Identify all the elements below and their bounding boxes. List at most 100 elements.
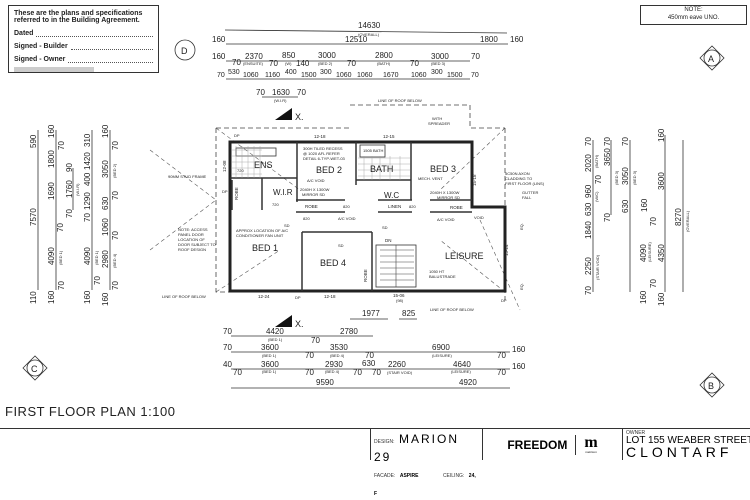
svg-text:160: 160 <box>639 290 648 304</box>
svg-text:D: D <box>181 46 188 56</box>
svg-text:70: 70 <box>649 279 658 288</box>
svg-text:70: 70 <box>111 191 120 200</box>
svg-text:70: 70 <box>83 213 92 222</box>
suburb: CLONTARF <box>626 444 733 460</box>
svg-text:2040H X 1300W: 2040H X 1300W <box>430 190 460 195</box>
svg-text:70: 70 <box>217 72 225 79</box>
beam-label: 12-24 <box>258 294 270 299</box>
svg-text:1630: 1630 <box>272 88 290 97</box>
svg-text:2040H X 1300W: 2040H X 1300W <box>300 187 330 192</box>
svg-text:4090: 4090 <box>47 247 56 265</box>
svg-text:8270: 8270 <box>674 208 683 226</box>
svg-text:630: 630 <box>101 196 110 210</box>
svg-text:400: 400 <box>285 69 297 76</box>
room-bed2: BED 2 <box>316 165 342 175</box>
svg-text:LOCATION OF: LOCATION OF <box>178 237 205 242</box>
svg-text:1060: 1060 <box>336 72 352 79</box>
svg-text:(W.I.R): (W.I.R) <box>274 98 287 103</box>
roof-below-label-bottom: LINE OF ROOF BELOW <box>430 307 474 312</box>
svg-text:4640: 4640 <box>453 360 471 369</box>
svg-text:(BED 1): (BED 1) <box>94 250 99 265</box>
svg-text:70: 70 <box>223 327 232 336</box>
svg-text:160: 160 <box>510 35 524 44</box>
svg-text:2780: 2780 <box>340 327 358 336</box>
svg-text:1500: 1500 <box>301 72 317 79</box>
door-size: 720 <box>237 168 244 173</box>
ceiling-label: CEILING: <box>442 473 465 479</box>
stud-frame-note: 90MM STUD FRAME <box>168 174 207 179</box>
svg-text:70: 70 <box>311 336 320 345</box>
svg-text:NOTE: ACCESS: NOTE: ACCESS <box>178 227 208 232</box>
svg-text:70: 70 <box>111 231 120 240</box>
freedom-logo: FREEDOM <box>507 437 568 452</box>
svg-text:1160: 1160 <box>265 72 280 79</box>
marker-c: C <box>22 355 48 381</box>
sd-label-2: SD <box>338 243 344 248</box>
svg-text:1977: 1977 <box>362 309 380 318</box>
svg-text:70: 70 <box>584 137 593 146</box>
svg-text:DETAIL 6-TYP-WET-03: DETAIL 6-TYP-WET-03 <box>303 156 346 161</box>
svg-text:2020: 2020 <box>584 154 593 172</box>
floor-plan-drawing: D A B C X. X. 14630 (OVERALL) 160 12510 … <box>22 21 725 398</box>
svg-text:2370: 2370 <box>245 52 263 61</box>
svg-text:110: 110 <box>29 291 38 304</box>
svg-text:(STAIR VOID): (STAIR VOID) <box>387 370 413 375</box>
svg-text:70: 70 <box>305 351 314 360</box>
note-text: 450mm eave UNO. <box>667 15 720 21</box>
svg-text:310: 310 <box>83 133 92 147</box>
plan-title: FIRST FLOOR PLAN 1:100 <box>5 404 176 419</box>
svg-text:(BATH): (BATH) <box>377 61 391 66</box>
svg-text:70: 70 <box>111 141 120 150</box>
svg-text:160: 160 <box>212 52 226 61</box>
svg-text:2980: 2980 <box>101 250 110 268</box>
svg-text:160: 160 <box>101 292 110 306</box>
svg-text:FALL: FALL <box>522 195 532 200</box>
beam-label: (98) <box>396 298 404 303</box>
metricon-logo: m metricon <box>584 433 598 454</box>
svg-text:850: 850 <box>282 51 296 60</box>
design-label: DESIGN: <box>374 439 395 445</box>
svg-text:40: 40 <box>223 360 232 369</box>
ac-void-bed2: A/C VOID <box>307 178 325 183</box>
svg-text:960: 960 <box>584 184 593 198</box>
svg-text:160: 160 <box>657 128 666 142</box>
svg-text:300: 300 <box>431 69 443 76</box>
stair-down: DN <box>385 238 392 243</box>
svg-text:160: 160 <box>657 292 666 306</box>
svg-text:70: 70 <box>471 52 480 61</box>
svg-text:400: 400 <box>83 172 92 186</box>
svg-text:630: 630 <box>621 199 630 213</box>
svg-text:(W): (W) <box>285 61 292 66</box>
svg-text:MIRROR SD: MIRROR SD <box>437 195 460 200</box>
room-bed4: BED 4 <box>320 258 346 268</box>
svg-text:160: 160 <box>512 362 526 371</box>
svg-text:@ 1020 AFL REFER: @ 1020 AFL REFER <box>303 151 340 156</box>
svg-text:1050 HT: 1050 HT <box>429 269 445 274</box>
mech-vent-label: MECH. VENT <box>418 176 443 181</box>
dp-label-3: DP <box>295 295 301 300</box>
svg-text:PANEL DOOR: PANEL DOOR <box>178 232 204 237</box>
svg-text:(LEISURE): (LEISURE) <box>647 242 652 262</box>
beam-label: 12-15 <box>383 134 395 139</box>
door-size: 720 <box>272 202 279 207</box>
svg-text:FIRST FLOOR (LINS): FIRST FLOOR (LINS) <box>505 181 545 186</box>
room-linen: LINEN <box>388 204 401 209</box>
bath-tub: 1505 BATH <box>363 148 383 153</box>
design-cell: DESIGN: MARION 29 FACADE: ASPIRE CEILING… <box>370 429 482 497</box>
svg-text:140: 140 <box>296 59 310 68</box>
svg-text:CLADDING TO: CLADDING TO <box>505 176 532 181</box>
svg-text:3050: 3050 <box>621 167 630 185</box>
cladding-note: 5C50N AXON CLADDING TO FIRST FLOOR (LINS… <box>505 171 545 186</box>
metricon-logo-sub: metricon <box>585 449 597 454</box>
svg-text:70: 70 <box>269 59 278 68</box>
svg-text:70: 70 <box>233 368 242 377</box>
svg-text:825: 825 <box>402 309 416 318</box>
svg-text:630: 630 <box>584 202 593 216</box>
svg-text:(ENSUITE): (ENSUITE) <box>243 61 264 66</box>
svg-text:70: 70 <box>305 368 314 377</box>
metricon-logo-letter: m <box>584 433 598 451</box>
svg-text:(OVERALL): (OVERALL) <box>358 32 380 37</box>
svg-text:70: 70 <box>372 368 381 377</box>
svg-text:1500: 1500 <box>447 72 463 79</box>
